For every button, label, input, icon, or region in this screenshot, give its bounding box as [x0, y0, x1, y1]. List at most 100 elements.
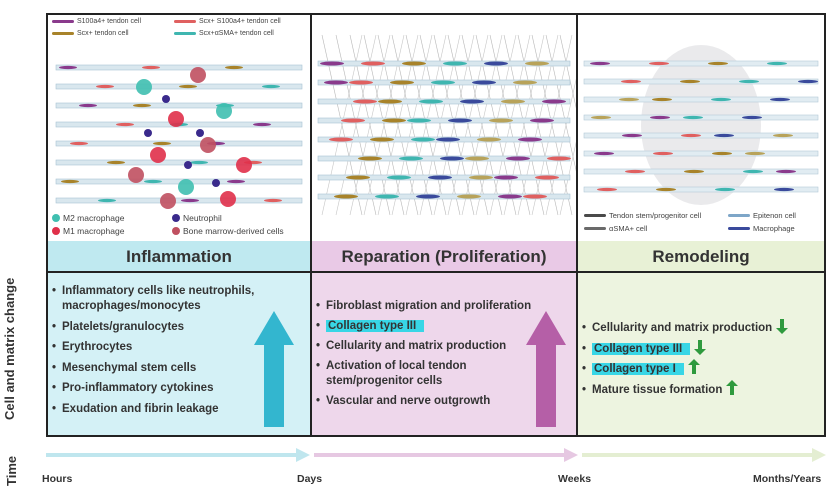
- timeline-label-hours: Hours: [42, 473, 73, 485]
- fiber-strand: [55, 197, 303, 204]
- tendon-cell: [358, 156, 382, 161]
- tendon-cell: [650, 115, 670, 120]
- bullet-text: Fibroblast migration and proliferation: [326, 300, 532, 312]
- legend-item: Epitenon cell: [728, 211, 796, 220]
- bullet-item: •Fibroblast migration and proliferation: [316, 300, 531, 313]
- fiber-strand: [317, 117, 571, 124]
- immune-cell: [220, 191, 236, 207]
- tendon-cell: [443, 61, 467, 66]
- bullet-item: •Activation of local tendon: [316, 360, 467, 373]
- bullet-text: Exudation and fibrin leakage: [62, 403, 219, 415]
- legend-item: Neutrophil: [172, 213, 222, 223]
- tendon-cell: [428, 175, 452, 180]
- tendon-cell: [262, 84, 280, 89]
- remodeling-zone: [641, 45, 761, 205]
- tendon-cell: [708, 61, 728, 66]
- tendon-cell: [684, 169, 704, 174]
- tendon-cell: [378, 99, 402, 104]
- fiber-strand: [55, 64, 303, 71]
- tendon-cell: [179, 84, 197, 89]
- tendon-cell: [542, 99, 566, 104]
- immune-cell: [160, 193, 176, 209]
- bullet-item: •Platelets/granulocytes: [52, 321, 184, 334]
- fiber-strand: [317, 98, 571, 105]
- fiber-strand: [55, 159, 303, 166]
- tendon-cell: [547, 156, 571, 161]
- bullet-dot: •: [582, 322, 587, 334]
- tendon-cell: [253, 122, 271, 127]
- legend-swatch: [728, 227, 750, 230]
- row-label: Cell and matrix change: [2, 277, 17, 420]
- legend-swatch: [172, 227, 180, 235]
- arrow-down-icon: [776, 319, 789, 334]
- fiber-strand: [583, 186, 819, 193]
- fiber-strand: [583, 96, 819, 103]
- tendon-cell: [181, 198, 199, 203]
- tendon-cell: [622, 133, 642, 138]
- legend-label: Tendon stem/progenitor cell: [609, 211, 702, 220]
- legend-item: M1 macrophage: [52, 226, 124, 236]
- bullet-text: macrophages/monocytes: [62, 300, 201, 312]
- tendon-cell: [506, 156, 530, 161]
- tendon-cell: [656, 187, 676, 192]
- immune-cell: [236, 157, 252, 173]
- immune-cell: [150, 147, 166, 163]
- neutrophil-cell: [162, 95, 170, 103]
- tendon-cell: [465, 156, 489, 161]
- tendon-cell: [523, 194, 547, 199]
- tendon-cell: [402, 61, 426, 66]
- bullet-text: Vascular and nerve outgrowth: [326, 395, 491, 407]
- tendon-cell: [225, 65, 243, 70]
- bullet-item: macrophages/monocytes: [52, 300, 201, 313]
- bullet-dot: •: [52, 361, 57, 374]
- bullet-text: stem/progenitor cells: [326, 375, 443, 387]
- legend-label: Neutrophil: [183, 213, 222, 223]
- tendon-cell: [597, 187, 617, 192]
- bullet-dot: •: [316, 320, 321, 332]
- bullet-item: •Vascular and nerve outgrowth: [316, 395, 490, 408]
- timeline-label-weeks: Weeks: [558, 473, 592, 485]
- immune-cell: [216, 103, 232, 119]
- tendon-cell: [652, 97, 672, 102]
- tendon-cell: [715, 187, 735, 192]
- bullet-text: Mature tissue formation: [592, 383, 723, 396]
- neutrophil-cell: [184, 161, 192, 169]
- bullet-item: •Exudation and fibrin leakage: [52, 403, 219, 416]
- tendon-cell: [107, 160, 125, 165]
- fiber-strand: [583, 150, 819, 157]
- legend-swatch: [584, 214, 606, 217]
- tendon-cell: [469, 175, 493, 180]
- tendon-cell: [144, 179, 162, 184]
- tendon-cell: [436, 137, 460, 142]
- tendon-cell: [399, 156, 423, 161]
- tendon-cell: [375, 194, 399, 199]
- legend-label: M2 macrophage: [63, 213, 125, 223]
- tendon-cell: [382, 118, 406, 123]
- legend-swatch: [52, 227, 60, 235]
- bullet-dot: •: [582, 342, 587, 355]
- tendon-cell: [416, 194, 440, 199]
- tendon-cell: [711, 97, 731, 102]
- tendon-cell: [590, 61, 610, 66]
- tendon-cell: [518, 137, 542, 142]
- tendon-cell: [153, 141, 171, 146]
- legend-item: Macrophage: [728, 224, 795, 233]
- timeline-label-months-years: Months/Years: [753, 473, 822, 485]
- arrow-up-icon: [687, 359, 700, 375]
- legend-label: M1 macrophage: [63, 226, 125, 236]
- inflammation-tissue-drawing: [55, 64, 303, 209]
- fiber-strand: [55, 140, 303, 147]
- legend-item: S100a4+ tendon cell: [52, 18, 141, 25]
- tendon-cell: [498, 194, 522, 199]
- phase-body-reparation: [310, 271, 578, 437]
- tendon-cell: [742, 115, 762, 120]
- tendon-cell: [535, 175, 559, 180]
- bullet-text: Inflammatory cells like neutrophils,: [62, 285, 255, 297]
- tendon-cell: [79, 103, 97, 108]
- arrow-up-icon: [526, 311, 566, 427]
- bullet-dot: •: [52, 382, 57, 395]
- tendon-cell: [776, 169, 796, 174]
- immune-cell: [136, 79, 152, 95]
- bullet-text: Cellularity and matrix production: [592, 322, 773, 334]
- bullet-dot: •: [52, 320, 57, 333]
